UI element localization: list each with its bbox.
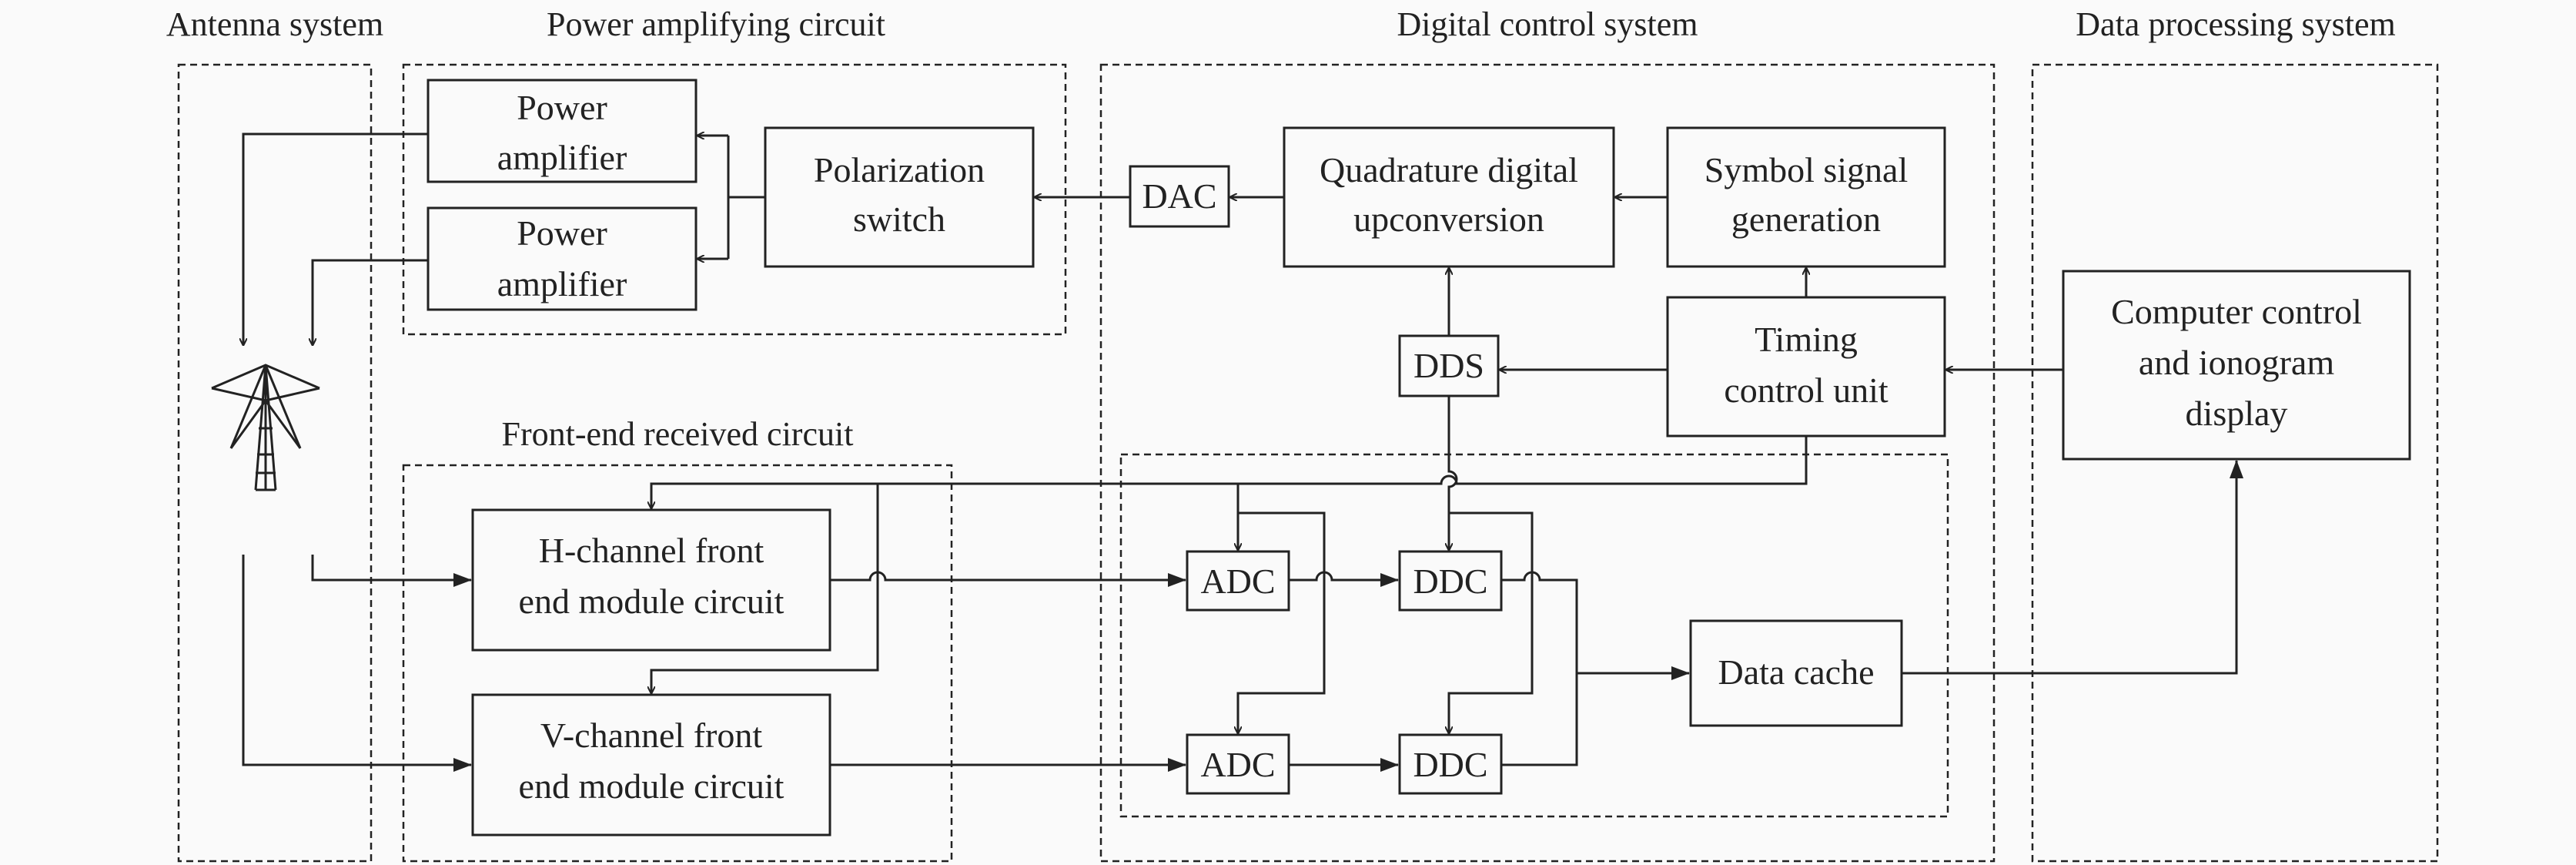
dac-block: DAC: [1129, 165, 1230, 228]
front-end-received-group: [402, 464, 953, 863]
svg-text:DDC: DDC: [1413, 745, 1487, 784]
svg-text:DAC: DAC: [1142, 176, 1216, 216]
ddc-block-2: DDC: [1398, 733, 1503, 795]
svg-text:ADC: ADC: [1200, 562, 1275, 601]
receiver-digital-subgroup: [1119, 453, 1949, 818]
digital-control-group: [1099, 63, 1996, 863]
antenna-tower-icon: [211, 364, 320, 491]
data-processing-title: Data processing system: [2076, 5, 2395, 43]
power-amplifying-title: Power amplifying circuit: [547, 5, 885, 43]
power-amplifying-group: [402, 63, 1067, 336]
data-processing-group: [2031, 63, 2439, 863]
front-end-received-title: Front-end received circuit: [502, 415, 854, 453]
svg-text:ADC: ADC: [1200, 745, 1275, 784]
svg-text:DDS: DDS: [1413, 346, 1484, 385]
connection-wires: [243, 134, 2243, 772]
svg-text:DDC: DDC: [1413, 562, 1487, 601]
svg-text:Data cache: Data cache: [1718, 652, 1874, 692]
antenna-system-title: Antenna system: [166, 5, 383, 43]
data-cache-block: Data cache: [1689, 619, 1903, 727]
adc-block-1: ADC: [1186, 550, 1290, 612]
antenna-system-group: [177, 63, 373, 863]
adc-block-2: ADC: [1186, 733, 1290, 795]
dds-block: DDS: [1398, 334, 1500, 397]
ddc-block-1: DDC: [1398, 550, 1503, 612]
digital-control-title: Digital control system: [1397, 5, 1698, 43]
